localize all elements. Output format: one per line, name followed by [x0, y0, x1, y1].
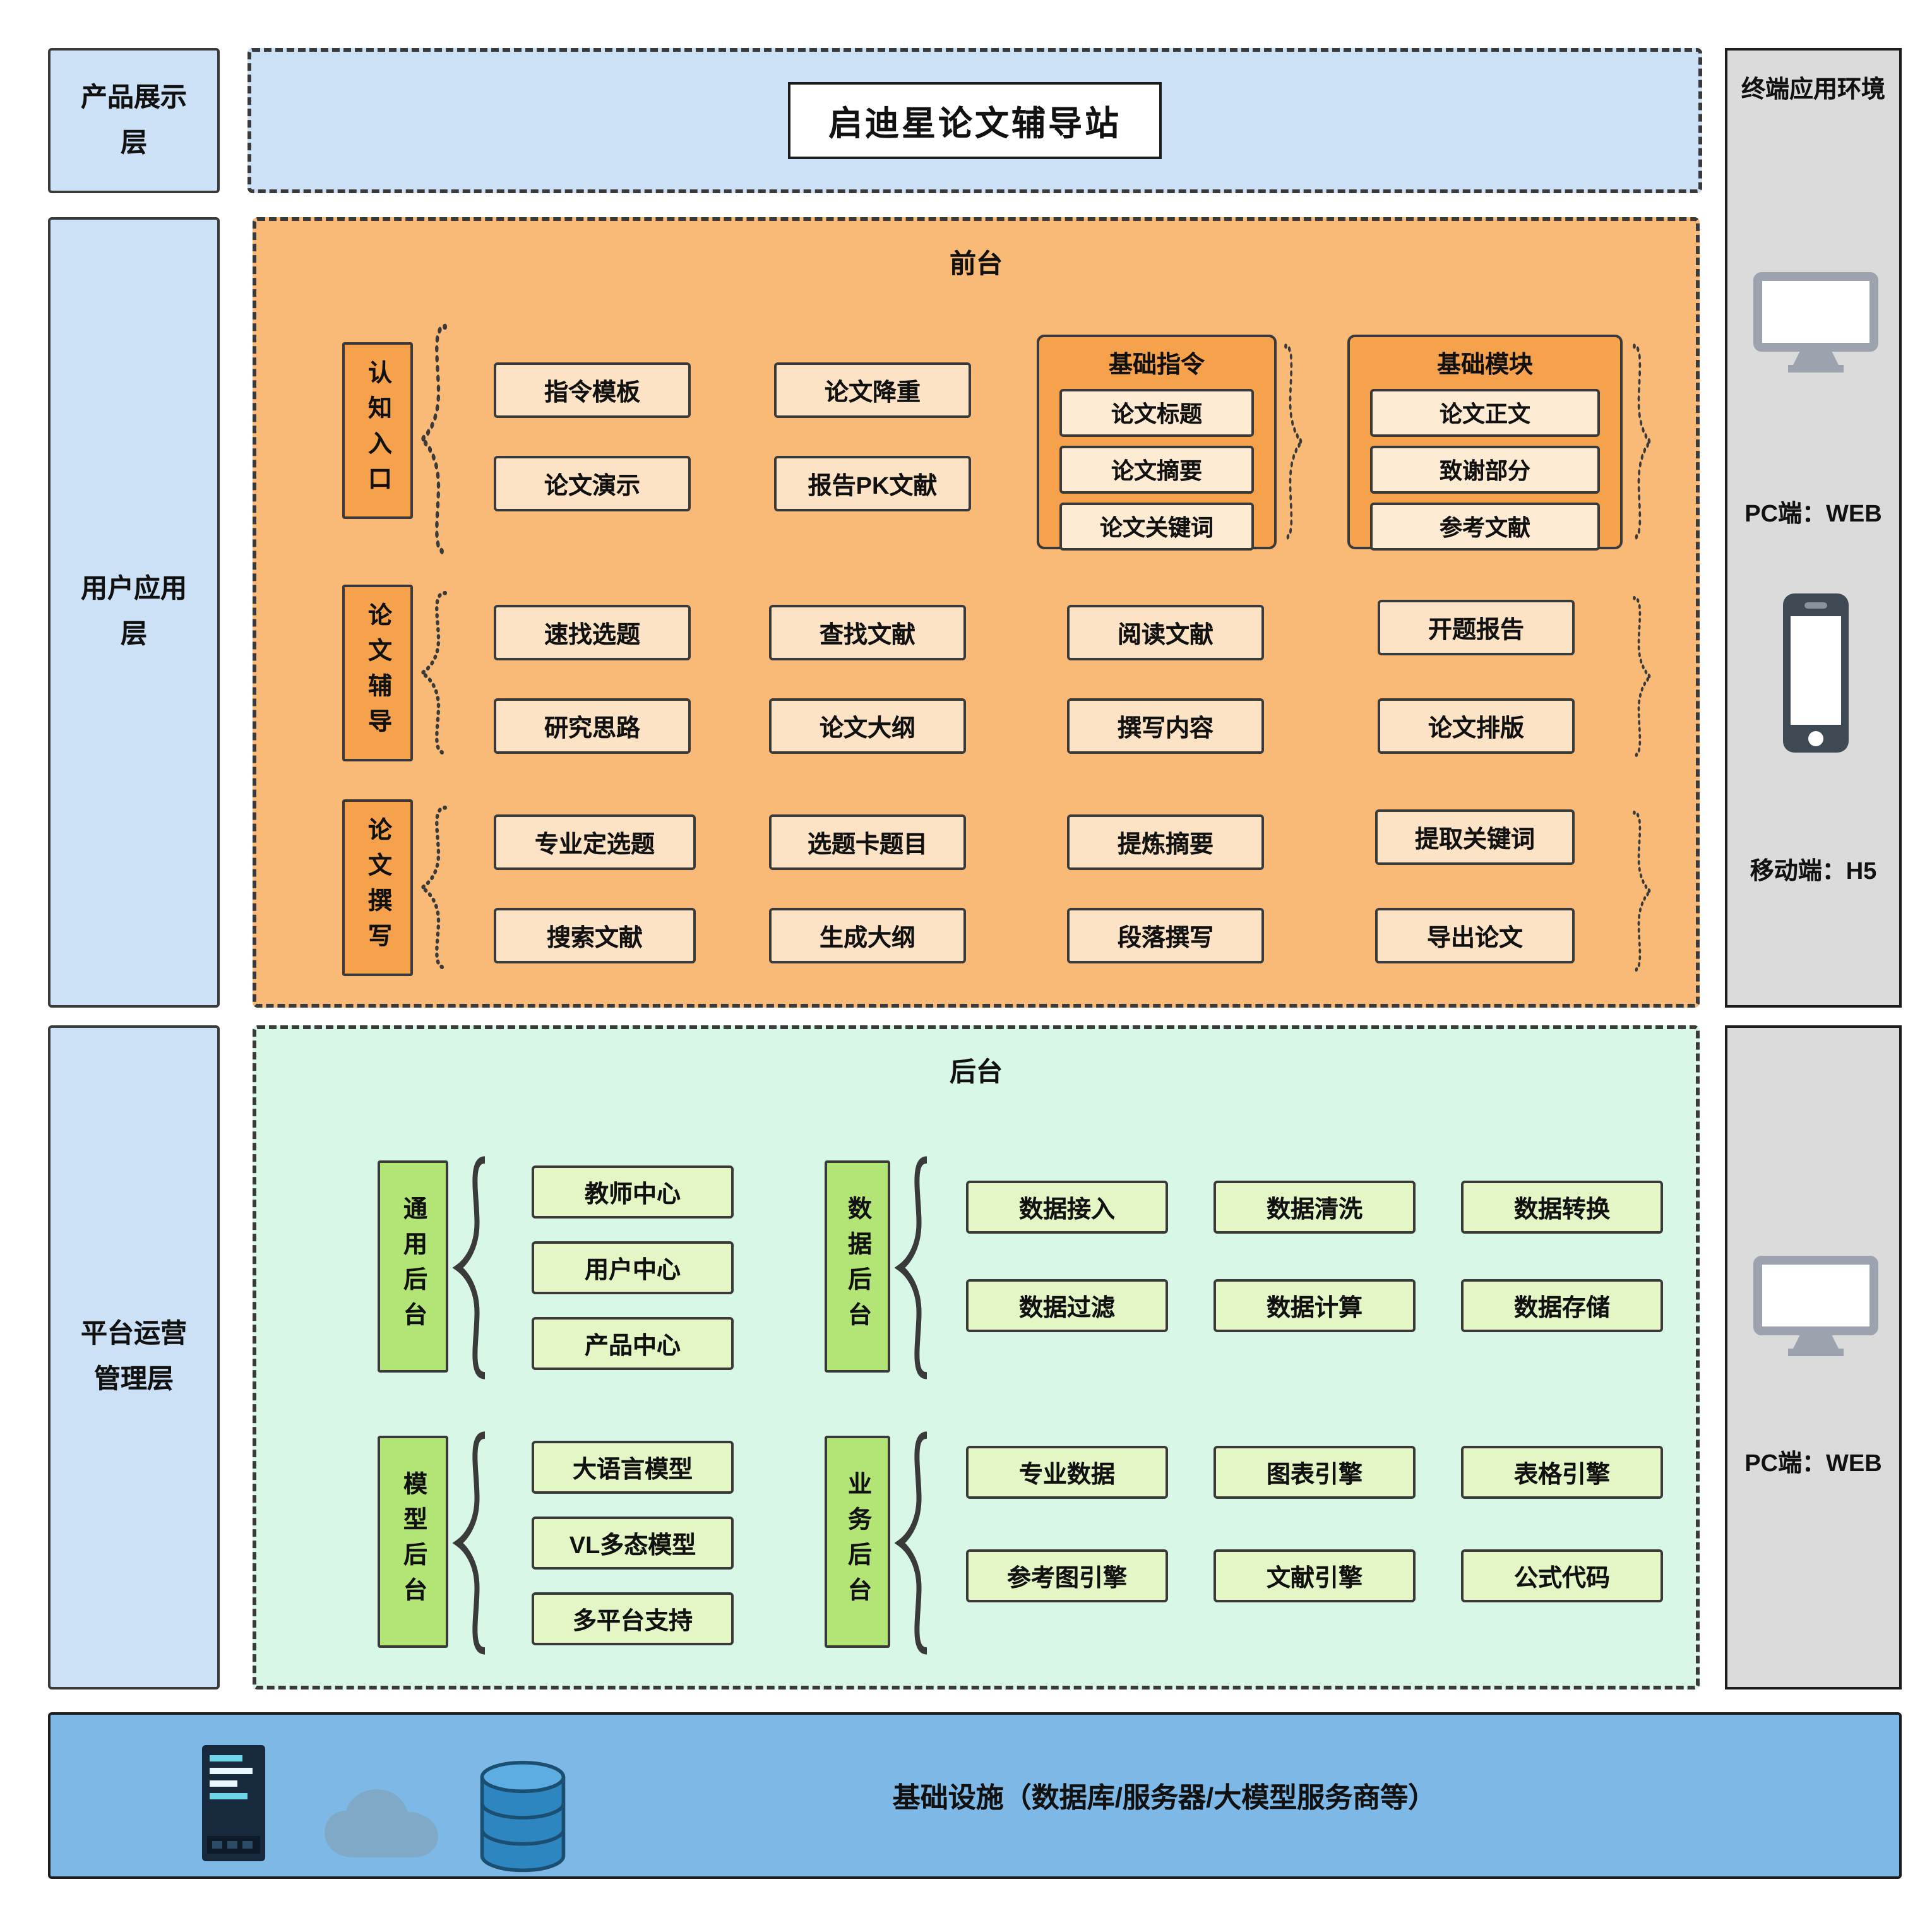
back-node: 参考图引擎: [966, 1549, 1168, 1602]
back-node: 多平台支持: [532, 1592, 734, 1645]
back-node: 专业数据: [966, 1446, 1168, 1499]
front-node: 提炼摘要: [1067, 814, 1264, 870]
back-node: 产品中心: [532, 1317, 734, 1370]
back-node: 数据接入: [966, 1181, 1168, 1234]
front-node: 研究思路: [494, 698, 691, 754]
back-node: 数据计算: [1213, 1279, 1416, 1332]
brace-connector: [1633, 810, 1653, 973]
infrastructure-bar: 基础设施（数据库/服务器/大模型服务商等）: [48, 1712, 1902, 1879]
layer-product-display: 产品展示层: [48, 48, 220, 193]
phone-icon: [1783, 593, 1849, 753]
back-node: VL多态模型: [532, 1517, 734, 1570]
layer-platform-ops: 平台运营管理层: [48, 1025, 220, 1690]
layer-user-application: 用户应用层: [48, 217, 220, 1008]
front-node: 查找文献: [769, 605, 966, 660]
group-label-business-backend: 业务后台: [825, 1436, 890, 1648]
front-node: 论文排版: [1378, 698, 1575, 754]
server-icon: [202, 1745, 265, 1861]
pc-web-label: PC端：WEB: [1744, 1451, 1882, 1477]
front-node: 开题报告: [1378, 600, 1575, 655]
monitor-icon: [1753, 1256, 1878, 1356]
brace-connector: [418, 323, 448, 556]
front-node: 阅读文献: [1067, 605, 1264, 660]
subgroup-title: 基础模块: [1436, 352, 1533, 379]
brace-connector: [452, 1156, 486, 1380]
front-node: 专业定选题: [494, 814, 696, 870]
front-node: 报告PK文献: [774, 456, 971, 511]
front-subnode: 论文摘要: [1059, 446, 1254, 494]
group-label-cognitive-entry: 认知入口: [342, 342, 413, 519]
group-label-model-backend: 模型后台: [378, 1436, 448, 1648]
front-node: 撰写内容: [1067, 698, 1264, 754]
group-label-paper-tutoring: 论文辅导: [342, 585, 413, 761]
layer-label: 用户应用层: [81, 575, 187, 649]
front-subnode: 论文标题: [1059, 389, 1254, 437]
subgroup-basic-modules: 基础模块 论文正文 致谢部分 参考文献: [1347, 335, 1623, 551]
group-label-general-backend: 通用后台: [378, 1160, 448, 1373]
back-node: 用户中心: [532, 1241, 734, 1294]
front-node: 导出论文: [1375, 908, 1575, 963]
back-node: 数据过滤: [966, 1279, 1168, 1332]
monitor-icon: [1753, 272, 1878, 372]
front-node: 选题卡题目: [769, 814, 966, 870]
front-subnode: 参考文献: [1370, 503, 1600, 551]
front-node: 指令模板: [494, 362, 691, 418]
layer-label: 平台运营管理层: [81, 1320, 187, 1394]
frontend-title: 前台: [950, 250, 1003, 279]
brace-connector: [894, 1156, 927, 1380]
brace-connector: [1633, 343, 1653, 540]
back-node: 文献引擎: [1213, 1549, 1416, 1602]
layer-label: 产品展示层: [81, 83, 187, 157]
frontend-section: 前台 认知入口 指令模板 论文演示 论文降重 报告PK文献 基础指令 论文标题 …: [253, 217, 1700, 1008]
back-node: 表格引擎: [1461, 1446, 1663, 1499]
cloud-icon: [325, 1789, 438, 1857]
database-icon: [480, 1760, 566, 1873]
pc-web-label: PC端：WEB: [1744, 501, 1882, 528]
back-node: 公式代码: [1461, 1549, 1663, 1602]
back-node: 大语言模型: [532, 1441, 734, 1494]
front-node: 段落撰写: [1067, 908, 1264, 963]
infrastructure-label: 基础设施（数据库/服务器/大模型服务商等）: [892, 1782, 1436, 1813]
group-label-paper-writing: 论文撰写: [342, 799, 413, 976]
admin-terminal-panel: PC端：WEB: [1725, 1025, 1902, 1690]
front-node: 论文演示: [494, 456, 691, 511]
back-node: 数据清洗: [1213, 1181, 1416, 1234]
back-node: 教师中心: [532, 1165, 734, 1219]
subgroup-basic-instructions: 基础指令 论文标题 论文摘要 论文关键词: [1037, 335, 1277, 551]
front-node: 生成大纲: [769, 908, 966, 963]
product-display-strip: 启迪星论文辅导站: [247, 48, 1702, 193]
front-node: 搜索文献: [494, 908, 696, 963]
terminal-environment-title: 终端应用环境: [1741, 77, 1885, 104]
front-node: 论文大纲: [769, 698, 966, 754]
back-node: 数据转换: [1461, 1181, 1663, 1234]
brace-connector: [894, 1431, 927, 1655]
backend-title: 后台: [950, 1058, 1003, 1087]
front-subnode: 致谢部分: [1370, 446, 1600, 494]
front-subnode: 论文正文: [1370, 389, 1600, 437]
front-node: 速找选题: [494, 605, 691, 660]
product-title: 启迪星论文辅导站: [788, 82, 1162, 159]
brace-connector: [1633, 595, 1653, 758]
back-node: 数据存储: [1461, 1279, 1663, 1332]
brace-connector: [418, 590, 448, 756]
brace-connector: [452, 1431, 486, 1655]
group-label-data-backend: 数据后台: [825, 1160, 890, 1373]
subgroup-title: 基础指令: [1108, 352, 1205, 379]
back-node: 图表引擎: [1213, 1446, 1416, 1499]
front-subnode: 论文关键词: [1059, 503, 1254, 551]
front-node: 论文降重: [774, 362, 971, 418]
mobile-h5-label: 移动端：H5: [1750, 859, 1877, 885]
terminal-environment-panel: 终端应用环境 PC端：WEB 移动端：H5: [1725, 48, 1902, 1008]
front-node: 提取关键词: [1375, 809, 1575, 865]
brace-connector: [418, 805, 448, 970]
backend-section: 后台 通用后台 教师中心 用户中心 产品中心 数据后台 数据接入 数据清洗 数据…: [253, 1025, 1700, 1690]
brace-connector: [1284, 343, 1304, 540]
